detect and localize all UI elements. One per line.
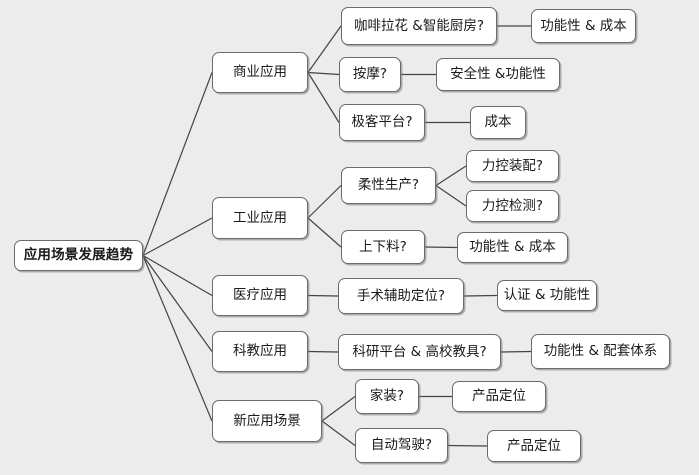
leaf-node-功能性-配套体系[interactable]: 功能性 & 配套体系 [531,334,670,369]
node-label: 自动驾驶? [370,437,433,454]
child-node-手术辅助定位[interactable]: 手术辅助定位? [338,278,464,314]
leaf-node-功能性-成本[interactable]: 功能性 & 成本 [531,9,636,43]
node-label: 功能性 & 成本 [469,239,556,256]
node-label: 商业应用 [233,64,287,81]
leaf-node-产品定位[interactable]: 产品定位 [487,430,581,462]
node-label: 科研平台 & 高校教具? [352,343,487,360]
child-node-上下料[interactable]: 上下料? [341,230,425,264]
node-label: 手术辅助定位? [356,287,446,304]
root-node-应用场景发展趋势[interactable]: 应用场景发展趋势 [14,240,143,271]
child-node-家装[interactable]: 家装? [355,379,419,414]
edge-商业应用-to-按摩 [307,71,340,76]
leaf-node-认证-功能性[interactable]: 认证 & 功能性 [497,280,597,311]
edge-上下料-to-功能性-成本 [424,246,458,249]
child-node-柔性生产[interactable]: 柔性生产? [341,167,436,204]
node-label: 功能性 & 成本 [540,17,627,34]
edge-商业应用-to-咖啡拉花-智能厨房 [307,25,342,73]
leaf-node-产品定位[interactable]: 产品定位 [452,381,546,412]
node-label: 家装? [369,388,405,405]
node-label: 工业应用 [233,209,287,226]
node-label: 上下料? [359,238,407,255]
node-label: 产品定位 [507,437,561,454]
child-node-极客平台[interactable]: 极客平台? [339,104,425,141]
edge-柔性生产-to-力控装配 [435,165,467,187]
edge-柔性生产-to-力控检测 [435,185,467,207]
child-node-科研平台-高校教具[interactable]: 科研平台 & 高校教具? [338,334,501,370]
edge-root-to-工业应用 [142,217,213,257]
node-label: 极客平台? [351,114,413,131]
edge-root-to-新应用场景 [142,255,213,422]
node-label: 按摩? [352,66,388,83]
node-label: 力控检测? [481,197,544,214]
edge-工业应用-to-上下料 [307,217,342,248]
node-label: 应用场景发展趋势 [23,247,134,264]
leaf-node-成本[interactable]: 成本 [470,106,526,139]
node-label: 认证 & 功能性 [503,287,591,304]
node-label: 力控装配? [481,157,544,174]
node-label: 柔性生产? [357,177,420,194]
node-label: 功能性 & 配套体系 [543,343,658,360]
edge-工业应用-to-柔性生产 [307,185,342,219]
edge-自动驾驶-to-产品定位 [447,444,488,447]
child-node-自动驾驶[interactable]: 自动驾驶? [355,428,448,463]
edge-商业应用-to-极客平台 [307,72,340,123]
leaf-node-力控装配[interactable]: 力控装配? [466,150,559,182]
branch-node-工业应用[interactable]: 工业应用 [212,197,308,239]
leaf-node-力控检测[interactable]: 力控检测? [466,190,559,222]
node-label: 咖啡拉花 &智能厨房? [354,17,484,34]
branch-node-商业应用[interactable]: 商业应用 [212,52,308,93]
branch-node-新应用场景[interactable]: 新应用场景 [212,400,322,442]
leaf-node-安全性-功能性[interactable]: 安全性 &功能性 [436,58,560,91]
edge-手术辅助定位-to-认证-功能性 [463,294,498,297]
node-label: 安全性 &功能性 [450,66,546,83]
child-node-咖啡拉花-智能厨房[interactable]: 咖啡拉花 &智能厨房? [341,7,497,45]
edge-root-to-医疗应用 [142,254,213,297]
node-label: 产品定位 [472,388,526,405]
edge-root-to-科教应用 [142,255,213,352]
edge-科教应用-to-科研平台-高校教具 [307,350,339,353]
edge-科研平台-高校教具-to-功能性-配套体系 [500,350,532,353]
edge-新应用场景-to-家装 [321,396,356,422]
child-node-按摩[interactable]: 按摩? [339,57,401,92]
node-label: 科教应用 [233,343,287,360]
node-label: 成本 [484,114,512,131]
edge-新应用场景-to-自动驾驶 [321,420,356,446]
leaf-node-功能性-成本[interactable]: 功能性 & 成本 [457,232,568,263]
branch-node-医疗应用[interactable]: 医疗应用 [212,275,308,316]
node-label: 医疗应用 [233,287,287,304]
branch-node-科教应用[interactable]: 科教应用 [212,331,308,372]
node-label: 新应用场景 [233,412,301,429]
edge-医疗应用-to-手术辅助定位 [307,294,339,297]
edge-root-to-商业应用 [142,72,213,256]
